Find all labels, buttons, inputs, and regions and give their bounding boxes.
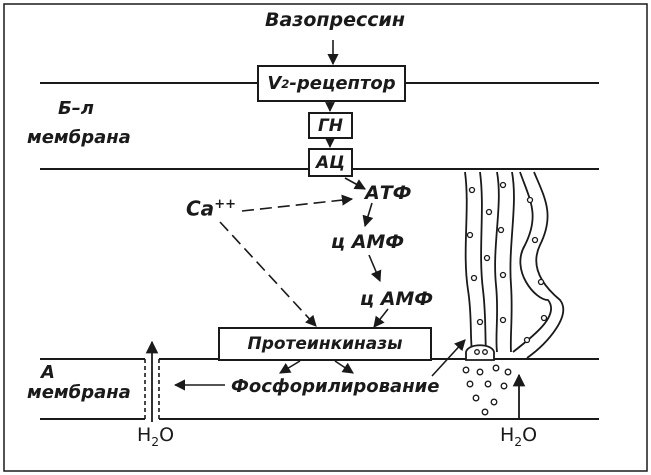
calcium-label: Ca++ [186, 198, 236, 219]
water-label-left: H2O [137, 426, 174, 448]
arrow-calcium-to-kinases [219, 221, 317, 327]
arrow-camp-to-camp [368, 254, 382, 283]
gn-box: ГН [308, 112, 353, 139]
arrow-kinases-to-phosphorylation-right [334, 360, 354, 374]
receptor-prefix: V [267, 73, 282, 94]
water-left-o: O [159, 424, 175, 446]
water-left-h: H [137, 424, 152, 446]
bl-membrane-label-line2: мембрана [27, 127, 131, 148]
hormone-label: Вазопрессин [265, 9, 405, 31]
calcium-charge: ++ [214, 197, 236, 212]
arrow-phosphorylation-to-microtubules [431, 339, 466, 377]
a-membrane-label-line2: мембрана [27, 382, 131, 403]
microtubule-bundle [464, 171, 565, 361]
receptor-subscript: 2 [281, 76, 290, 91]
calcium-symbol: Ca [186, 196, 215, 221]
outer-frame [3, 3, 648, 472]
ac-box: АЦ [308, 148, 353, 177]
atp-label: АТФ [365, 182, 412, 204]
water-right-o: O [522, 424, 538, 446]
arrow-ac-to-atp [344, 177, 366, 190]
camp-label-1: ц АМФ [331, 231, 405, 253]
phosphorylation-label: Фосфорилирование [231, 376, 440, 397]
bl-membrane-label-line1: Б–л [58, 98, 94, 119]
camp-label-2: ц АМФ [360, 288, 434, 310]
water-right-h: H [500, 424, 515, 446]
arrow-camp-to-kinases [373, 308, 389, 328]
water-left-sub: 2 [151, 434, 160, 449]
receptor-suffix: -рецептор [289, 73, 396, 94]
arrow-kinases-to-phosphorylation-left [279, 360, 301, 374]
water-label-right: H2O [500, 426, 537, 448]
water-right-sub: 2 [514, 434, 523, 449]
arrow-atp-to-camp [362, 202, 374, 228]
arrow-calcium-to-atp [241, 194, 354, 212]
protein-kinases-box: Протеинкиназы [218, 327, 432, 361]
a-membrane-label-line1: А [41, 362, 55, 383]
vesicles [462, 181, 548, 416]
